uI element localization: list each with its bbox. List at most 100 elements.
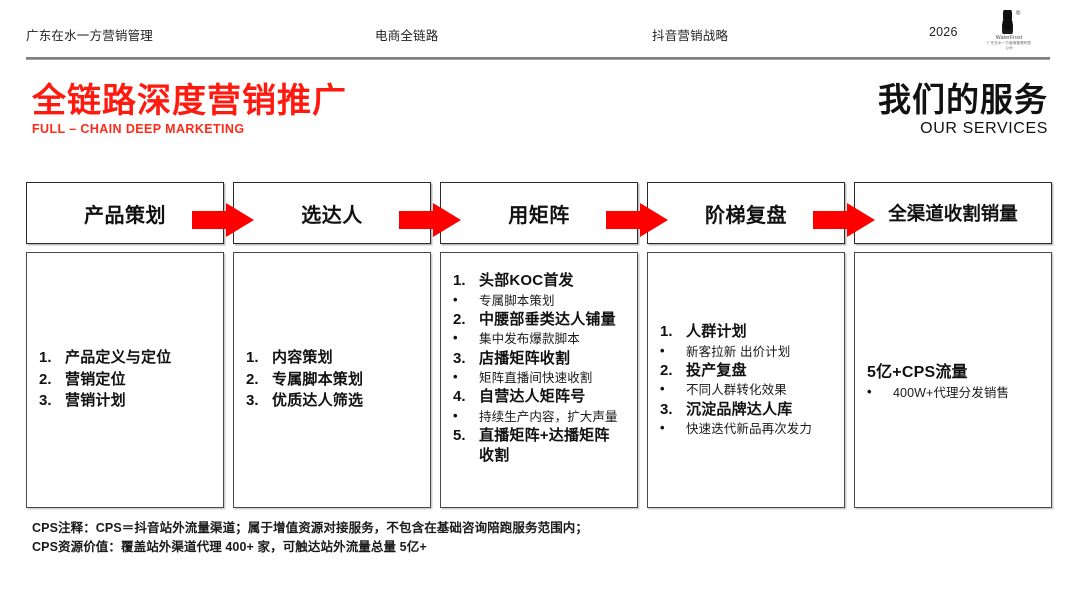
list-text: 直播矩阵+达播矩阵 收割 bbox=[479, 426, 610, 465]
flow-arrow-icon-2 bbox=[399, 203, 461, 237]
list-item: • 持续生产内容，扩大声量 bbox=[453, 407, 631, 425]
list-item: 5. 直播矩阵+达播矩阵 收割 bbox=[453, 426, 631, 465]
list-text: 营销计划 bbox=[65, 391, 126, 409]
list-item: 2. 营销定位 bbox=[39, 369, 217, 389]
list-text: 400W+代理分发销售 bbox=[893, 385, 1010, 400]
list-text: 人群计划 bbox=[686, 322, 747, 340]
process-column-3: 用矩阵 1. 头部KOC首发 • 专属脚本策划 2. 中腰部垂类达人铺量 • 集 bbox=[440, 182, 638, 508]
column-content-3: 1. 头部KOC首发 • 专属脚本策划 2. 中腰部垂类达人铺量 • 集中发布爆… bbox=[441, 271, 637, 467]
footnotes: CPS注释：CPS＝抖音站外流量渠道；属于增值资源对接服务，不包含在基础咨询陪跑… bbox=[32, 519, 588, 557]
list-item: 3. 营销计划 bbox=[39, 391, 217, 411]
list-item: 3. 优质达人筛选 bbox=[246, 391, 424, 411]
arrow-shaft bbox=[399, 211, 437, 229]
list-marker: 1. bbox=[246, 348, 259, 366]
column-header-label-1: 产品策划 bbox=[84, 204, 166, 227]
list-text: 头部KOC首发 bbox=[479, 272, 574, 289]
logo-name: WaterFrost bbox=[995, 34, 1023, 42]
column-header-box-2[interactable]: 选达人 bbox=[233, 182, 431, 244]
section-title-cn: 我们的服务 bbox=[878, 81, 1048, 118]
header-item-strategy: 抖音营销战略 bbox=[652, 29, 729, 43]
list-text: 专属脚本策划 bbox=[479, 293, 555, 308]
arrow-head bbox=[640, 203, 668, 237]
column-content-4: 1. 人群计划 • 新客拉新 出价计划 2. 投产复盘 • 不同人群转化效果 3… bbox=[648, 322, 844, 438]
list-text: 集中发布爆款脚本 bbox=[479, 332, 580, 347]
column-body-box-2: 1. 内容策划 2. 专属脚本策划 3. 优质达人筛选 bbox=[233, 252, 431, 508]
column-body-box-3: 1. 头部KOC首发 • 专属脚本策划 2. 中腰部垂类达人铺量 • 集中发布爆… bbox=[440, 252, 638, 508]
page-title-cn: 全链路深度营销推广 bbox=[32, 82, 347, 120]
list-text: 自营达人矩阵号 bbox=[479, 388, 586, 406]
header-item-company: 广东在水一方营销管理 bbox=[26, 29, 154, 43]
list-marker: • bbox=[453, 330, 458, 346]
list-text: 不同人群转化效果 bbox=[686, 383, 787, 398]
page-title-en: FULL – CHAIN DEEP MARKETING bbox=[32, 122, 245, 137]
list-item: 2. 投产复盘 bbox=[660, 361, 838, 381]
column-body-box-1: 1. 产品定义与定位 2. 营销定位 3. 营销计划 bbox=[26, 252, 224, 508]
company-logo: ® WaterFrost 广东在水一方营销管理有限公司 bbox=[987, 10, 1031, 50]
list-item: 2. 专属脚本策划 bbox=[246, 369, 424, 389]
list-text: 专属脚本策划 bbox=[272, 370, 364, 388]
list-text: 沉淀品牌达人库 bbox=[686, 400, 793, 418]
list-marker: 4. bbox=[453, 388, 466, 406]
list-text: 营销定位 bbox=[65, 370, 126, 388]
list-text: 优质达人筛选 bbox=[272, 391, 364, 409]
list-marker: 2. bbox=[39, 370, 52, 388]
header-year: 2026 bbox=[929, 25, 958, 39]
section-title-en: OUR SERVICES bbox=[920, 119, 1048, 137]
list-text: 投产复盘 bbox=[686, 361, 747, 379]
list-text: 产品定义与定位 bbox=[65, 348, 172, 366]
arrow-head bbox=[433, 203, 461, 237]
list-marker: • bbox=[660, 419, 665, 435]
list-item: 1. 头部KOC首发 bbox=[453, 271, 631, 291]
page-title-left: 全链路深度营销推广 FULL – CHAIN DEEP MARKETING bbox=[32, 82, 347, 136]
column-header-label-5: 全渠道收割销量 bbox=[888, 203, 1018, 224]
list-item: • 新客拉新 出价计划 bbox=[660, 342, 838, 359]
process-columns: 产品策划 1. 产品定义与定位 2. 营销定位 3. 营销计划 选达人 bbox=[26, 182, 1052, 508]
column-header-label-2: 选达人 bbox=[301, 204, 363, 227]
header-divider bbox=[26, 57, 1050, 60]
arrow-head bbox=[847, 203, 875, 237]
column-header-box-5[interactable]: 全渠道收割销量 bbox=[854, 182, 1052, 244]
list-text-line1: 直播矩阵+达播矩阵 bbox=[479, 427, 610, 444]
list-marker: 3. bbox=[39, 391, 52, 409]
column-header-label-4: 阶梯复盘 bbox=[705, 204, 787, 227]
logo-trademark-icon: ® bbox=[1016, 11, 1021, 17]
column-content-5: 5亿+CPS流量 • 400W+代理分发销售 bbox=[855, 358, 1051, 402]
column-header-box-3[interactable]: 用矩阵 bbox=[440, 182, 638, 244]
footnote-line-1: CPS注释：CPS＝抖音站外流量渠道；属于增值资源对接服务，不包含在基础咨询陪跑… bbox=[32, 521, 589, 535]
list-item: 2. 中腰部垂类达人铺量 bbox=[453, 310, 631, 330]
list-text: 新客拉新 出价计划 bbox=[686, 344, 791, 359]
list-item: 4. 自营达人矩阵号 bbox=[453, 387, 631, 407]
flow-arrow-icon-4 bbox=[813, 203, 875, 237]
list-marker: • bbox=[660, 381, 665, 397]
list-item: 3. 店播矩阵收割 bbox=[453, 349, 631, 369]
footnote-line-2: CPS资源价值：覆盖站外渠道代理 400+ 家，可触达站外流量总量 5亿+ bbox=[32, 539, 427, 554]
process-column-1: 产品策划 1. 产品定义与定位 2. 营销定位 3. 营销计划 bbox=[26, 182, 224, 508]
list-item: • 矩阵直播间快速收割 bbox=[453, 369, 631, 386]
list-text: 中腰部垂类达人铺量 bbox=[479, 310, 616, 328]
list-marker: 3. bbox=[246, 391, 259, 409]
logo-mark-icon bbox=[1000, 10, 1015, 34]
list-marker: 3. bbox=[453, 349, 466, 367]
column-header-box-4[interactable]: 阶梯复盘 bbox=[647, 182, 845, 244]
list-marker: 1. bbox=[39, 348, 52, 366]
list-text: 店播矩阵收割 bbox=[479, 349, 571, 367]
list-marker: • bbox=[453, 407, 458, 423]
column-content-2: 1. 内容策划 2. 专属脚本策划 3. 优质达人筛选 bbox=[234, 348, 430, 413]
logo-subtitle: 广东在水一方营销管理有限公司 bbox=[987, 41, 1031, 50]
column-header-box-1[interactable]: 产品策划 bbox=[26, 182, 224, 244]
list-item: • 不同人群转化效果 bbox=[660, 381, 838, 398]
column-content-1: 1. 产品定义与定位 2. 营销定位 3. 营销计划 bbox=[27, 348, 223, 413]
process-column-5: 全渠道收割销量 5亿+CPS流量 • 400W+代理分发销售 bbox=[854, 182, 1052, 508]
highlight-text: 5亿+CPS流量 bbox=[867, 363, 968, 381]
flow-arrow-icon-3 bbox=[606, 203, 668, 237]
list-text: 内容策划 bbox=[272, 348, 333, 366]
list-item: • 专属脚本策划 bbox=[453, 292, 631, 309]
column-body-box-5: 5亿+CPS流量 • 400W+代理分发销售 bbox=[854, 252, 1052, 508]
process-column-4: 阶梯复盘 1. 人群计划 • 新客拉新 出价计划 2. 投产复盘 • 不同人群转 bbox=[647, 182, 845, 508]
list-marker: • bbox=[867, 383, 872, 399]
list-text: 快速迭代新品再次发力 bbox=[686, 421, 813, 436]
arrow-shaft bbox=[813, 211, 851, 229]
list-item: 1. 产品定义与定位 bbox=[39, 348, 217, 368]
list-marker: 3. bbox=[660, 400, 673, 418]
flow-arrow-icon-1 bbox=[192, 203, 254, 237]
